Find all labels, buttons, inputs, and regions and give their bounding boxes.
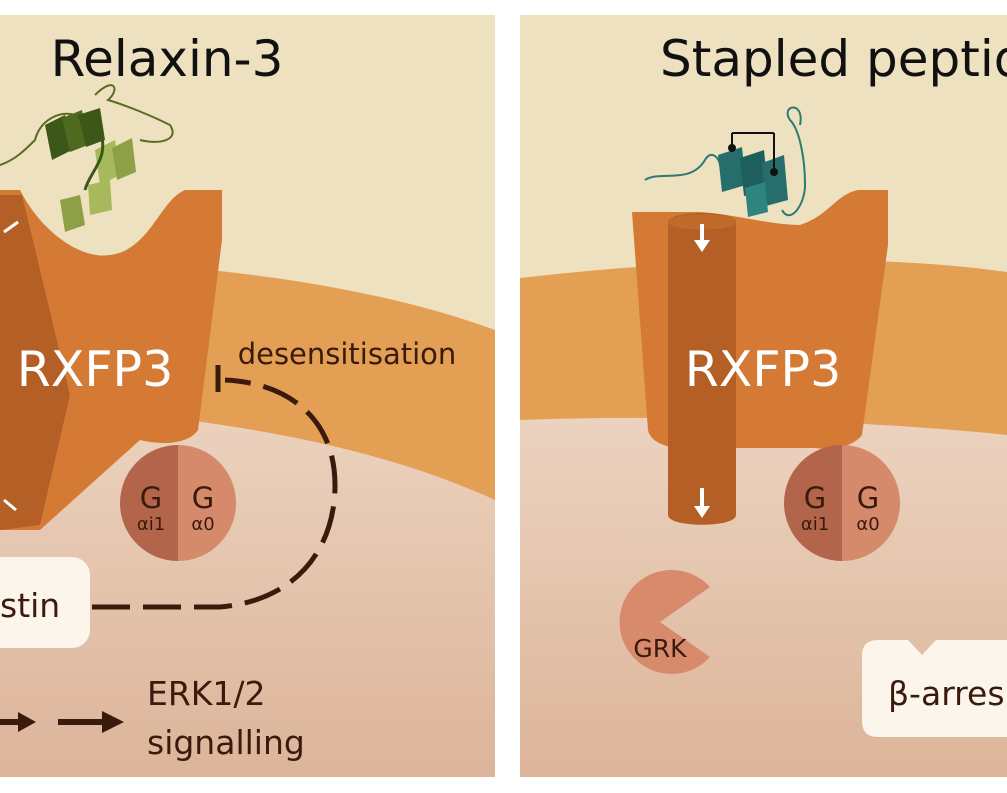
receptor-helix-top [668, 214, 736, 230]
left-panel: G αi1 G α0 Relaxin-3 RXFP3 desensitisati… [0, 15, 495, 777]
g-sub-left: αi1 [137, 514, 165, 535]
receptor-helix [668, 213, 736, 525]
g-sub-right: α0 [191, 514, 214, 535]
desensitisation-dashed-path [92, 377, 338, 610]
relaxin-3-structure [0, 84, 174, 232]
desensitisation-label: desensitisation [238, 337, 457, 371]
staple-anchor [728, 144, 736, 152]
erk-arrow-2-head [102, 711, 124, 733]
g-sub-left: αi1 [801, 514, 829, 535]
down-arrow-icon [694, 224, 710, 252]
g-protein-alpha-i1 [784, 445, 842, 561]
down-arrow-icon [694, 488, 710, 518]
receptor-helix [0, 195, 70, 530]
grk-pacman [619, 570, 710, 674]
g-letter-left: G [140, 481, 162, 515]
g-sub-right: α0 [856, 514, 879, 535]
staple-anchor [770, 168, 778, 176]
grk-label: GRK [633, 634, 687, 663]
g-protein-right: G αi1 G α0 [784, 445, 900, 561]
g-letter-right: G [192, 481, 214, 515]
helix-arrow-mark [3, 498, 17, 512]
left-title: Relaxin-3 [51, 30, 284, 88]
g-letter-right: G [857, 481, 879, 515]
erk-label-line2: signalling [147, 723, 305, 762]
g-protein-left: G αi1 G α0 [120, 445, 236, 561]
right-title: Stapled peptid [660, 30, 1007, 88]
left-receptor-label: RXFP3 [17, 341, 174, 398]
arrestin-box [0, 557, 90, 648]
helix-arrow-mark [3, 220, 19, 234]
erk-label-line1: ERK1/2 [147, 674, 266, 713]
right-panel: G αi1 G α0 Stapled peptid RXFP3 GRK β-ar… [520, 15, 1007, 777]
beta-arrestin-label: β-arres [888, 674, 1005, 713]
arrestin-label: stin [0, 586, 60, 625]
g-letter-left: G [804, 481, 826, 515]
erk-arrow-1-head [18, 712, 36, 732]
stapled-peptide-structure [644, 106, 807, 217]
right-receptor-label: RXFP3 [685, 341, 842, 398]
g-protein-alpha-i1 [120, 445, 178, 561]
g-protein-alpha-0 [178, 445, 236, 561]
g-protein-alpha-0 [842, 445, 900, 561]
beta-arrestin-box [862, 640, 1007, 737]
